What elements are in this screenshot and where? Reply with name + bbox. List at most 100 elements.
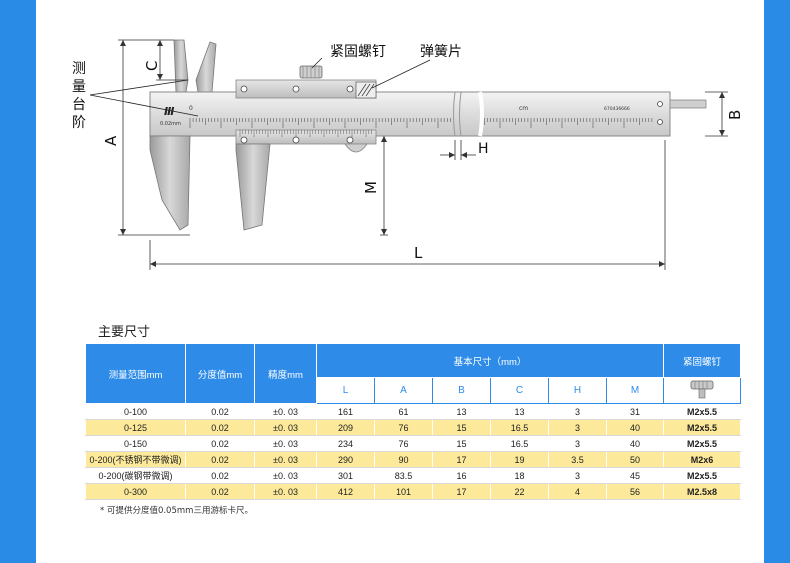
cell-B: 17 [432, 451, 491, 468]
cell-screw: M2x5.5 [663, 467, 741, 484]
spring-callout: 弹簧片 [420, 44, 462, 60]
cell-screw: M2x5.5 [663, 403, 741, 420]
svg-text:测: 测 [72, 61, 86, 77]
cell-range: 0-125 [85, 419, 186, 436]
table-row: 0-200(不锈钢不带微调) 0.02 ±0. 03 290 90 17 19 … [85, 451, 741, 468]
cell-C: 22 [490, 483, 549, 500]
cell-M: 45 [606, 467, 664, 484]
cell-H: 3 [548, 403, 607, 420]
cell-accuracy: ±0. 03 [254, 419, 317, 436]
cell-H: 3 [548, 467, 607, 484]
cell-M: 50 [606, 451, 664, 468]
cell-range: 0-200(碳钢带微调) [85, 467, 186, 484]
cell-C: 13 [490, 403, 549, 420]
cell-L: 234 [316, 435, 375, 452]
cell-H: 3 [548, 419, 607, 436]
thumb-wheel [344, 143, 368, 153]
table-row: 0-150 0.02 ±0. 03 234 76 15 16.5 3 40 M2… [85, 435, 741, 452]
lock-screw-image-cell [663, 377, 741, 404]
left-frame-bar [0, 0, 36, 563]
cell-A: 83.5 [374, 467, 433, 484]
cell-accuracy: ±0. 03 [254, 467, 317, 484]
cell-C: 18 [490, 467, 549, 484]
dim-M-label: M [362, 181, 380, 194]
vernier-scale-ticks [239, 130, 372, 137]
resolution-label: 0.02mm [160, 121, 181, 127]
cell-range: 0-300 [85, 483, 186, 500]
header-C: C [490, 377, 549, 404]
header-range: 测量范围mm [85, 343, 186, 404]
cell-A: 61 [374, 403, 433, 420]
slider-top [235, 79, 377, 99]
serial-label: 670436666 [604, 106, 630, 112]
cell-division: 0.02 [185, 403, 255, 420]
dim-A-label: A [102, 135, 120, 146]
cell-screw: M2.5x8 [663, 483, 741, 500]
table-row: 0-100 0.02 ±0. 03 161 61 13 13 3 31 M2x5… [85, 403, 741, 420]
caliper-diagram: Ⅲ 0.02mm 0 cm 670436666 紧固螺钉 弹簧片 测 量 台 阶 [72, 39, 744, 270]
cell-range: 0-200(不锈钢不带微调) [85, 451, 186, 468]
dim-H-label: H [478, 141, 489, 157]
header-lock-screw: 紧固螺钉 [663, 343, 741, 378]
cell-C: 16.5 [490, 419, 549, 436]
dim-C-label: C [143, 61, 161, 71]
cell-division: 0.02 [185, 435, 255, 452]
cell-A: 90 [374, 451, 433, 468]
cell-B: 15 [432, 419, 491, 436]
header-M: M [606, 377, 664, 404]
cell-B: 17 [432, 483, 491, 500]
header-H: H [548, 377, 607, 404]
zero-label: 0 [189, 105, 193, 112]
cell-H: 4 [548, 483, 607, 500]
cell-C: 19 [490, 451, 549, 468]
header-B: B [432, 377, 491, 404]
cell-H: 3 [548, 435, 607, 452]
dim-B-label: B [726, 110, 744, 120]
cell-accuracy: ±0. 03 [254, 483, 317, 500]
cell-M: 31 [606, 403, 664, 420]
header-A: A [374, 377, 433, 404]
cell-B: 13 [432, 403, 491, 420]
cell-L: 161 [316, 403, 375, 420]
cell-A: 76 [374, 419, 433, 436]
table-row: 0-125 0.02 ±0. 03 209 76 15 16.5 3 40 M2… [85, 419, 741, 436]
header-division: 分度值mm [185, 343, 255, 404]
header-basic-dims: 基本尺寸（mm） [316, 343, 664, 378]
cell-division: 0.02 [185, 483, 255, 500]
fixed-lower-jaw [149, 135, 191, 231]
cell-screw: M2x5.5 [663, 419, 741, 436]
unit-label: cm [519, 105, 528, 112]
cell-L: 290 [316, 451, 375, 468]
cell-accuracy: ±0. 03 [254, 435, 317, 452]
cell-A: 101 [374, 483, 433, 500]
beam-break-gap [478, 91, 484, 137]
screw-icon [690, 380, 714, 399]
cell-screw: M2x6 [663, 451, 741, 468]
cell-division: 0.02 [185, 419, 255, 436]
cell-M: 40 [606, 419, 664, 436]
cell-M: 40 [606, 435, 664, 452]
table-row: 0-200(碳钢带微调) 0.02 ±0. 03 301 83.5 16 18 … [85, 467, 741, 484]
cell-A: 76 [374, 435, 433, 452]
brand-mark: Ⅲ [164, 105, 175, 118]
spec-table: 测量范围mm 分度值mm 精度mm 基本尺寸（mm） 紧固螺钉 L A B C … [85, 343, 741, 500]
cell-accuracy: ±0. 03 [254, 451, 317, 468]
cell-screw: M2x5.5 [663, 435, 741, 452]
cell-B: 16 [432, 467, 491, 484]
table-row: 0-300 0.02 ±0. 03 412 101 17 22 4 56 M2.… [85, 483, 741, 500]
cell-L: 301 [316, 467, 375, 484]
cell-division: 0.02 [185, 451, 255, 468]
main-beam [149, 91, 671, 137]
measuring-step-callout: 测 量 台 阶 [72, 61, 86, 131]
main-scale-ticks [189, 118, 653, 128]
sliding-lower-jaw [235, 143, 271, 231]
cell-accuracy: ±0. 03 [254, 403, 317, 420]
cell-range: 0-150 [85, 435, 186, 452]
upper-jaws [173, 39, 217, 93]
svg-text:量: 量 [72, 79, 86, 95]
cell-M: 56 [606, 483, 664, 500]
cell-L: 412 [316, 483, 375, 500]
beam-break-mark [453, 91, 462, 137]
lock-screw-knurl [302, 66, 320, 78]
svg-text:台: 台 [72, 97, 86, 113]
